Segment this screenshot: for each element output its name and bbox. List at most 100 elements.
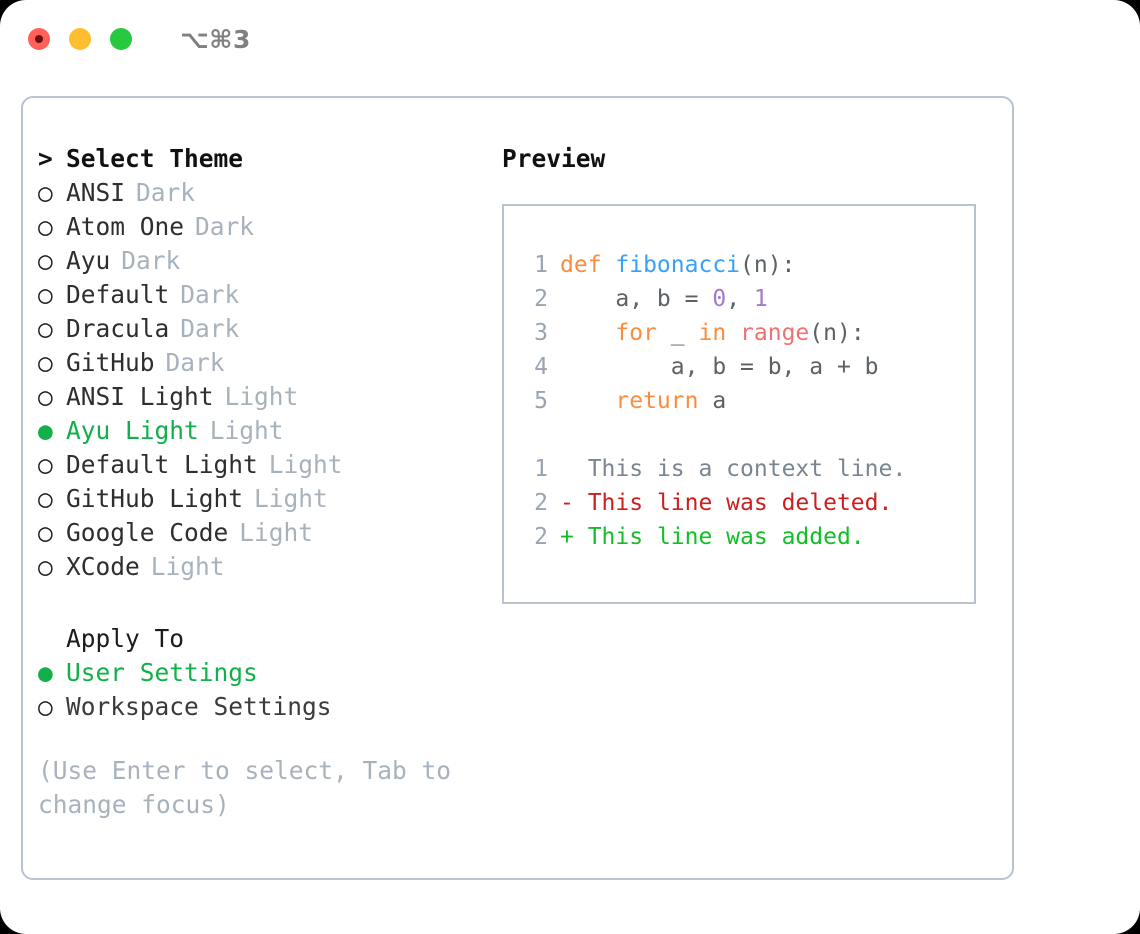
theme-name: Default — [66, 280, 170, 309]
radio-unselected-icon: ○ — [38, 314, 53, 343]
window-title-shortcut: ⌥⌘3 — [180, 24, 251, 54]
theme-kind-badge: Dark — [180, 280, 240, 309]
diff-preview: 1 This is a context line.2- This line wa… — [518, 452, 974, 554]
theme-kind-badge: Light — [209, 416, 284, 445]
code-line: 1 def fibonacci(n): — [518, 248, 974, 282]
theme-name: ANSI Light — [66, 382, 214, 411]
cursor-caret-icon: > — [38, 144, 53, 173]
theme-kind-badge: Light — [254, 484, 328, 513]
theme-list-item[interactable]: ○ Ayu Dark — [38, 244, 498, 278]
theme-list-item[interactable]: ○ Atom One Dark — [38, 210, 498, 244]
code-text: for _ in range(n): — [560, 316, 864, 350]
token-plain — [726, 320, 740, 346]
radio-unselected-icon: ○ — [38, 382, 53, 411]
theme-list-item[interactable]: ○ GitHub Light Light — [38, 482, 498, 516]
theme-kind-badge: Light — [268, 450, 343, 479]
theme-kind-badge: Light — [150, 552, 225, 581]
diff-text: This line was deleted. — [573, 490, 893, 516]
theme-name: GitHub — [66, 348, 155, 377]
theme-name: Google Code — [66, 518, 229, 547]
minimize-button[interactable] — [69, 28, 91, 50]
preview-heading: Preview — [502, 144, 606, 173]
radio-unselected-icon: ○ — [38, 450, 53, 479]
line-number: 2 — [534, 524, 548, 550]
title-bar: ⌥⌘3 — [0, 0, 1140, 78]
theme-kind-badge: Light — [239, 518, 314, 547]
select-theme-heading: >Select Theme — [38, 142, 498, 176]
radio-unselected-icon: ○ — [38, 552, 53, 581]
diff-text: This line was added. — [573, 524, 865, 550]
maximize-button[interactable] — [110, 28, 132, 50]
line-number: 1 — [534, 252, 548, 278]
diff-line: 1 This is a context line. — [518, 452, 974, 486]
theme-name: Ayu — [66, 246, 111, 275]
line-number: 4 — [534, 354, 548, 380]
theme-kind-badge: Dark — [165, 348, 225, 377]
theme-kind-badge: Dark — [121, 246, 181, 275]
radio-unselected-icon: ○ — [38, 178, 53, 207]
radio-unselected-icon: ○ — [38, 212, 53, 241]
apply-to-list: ●User Settings○Workspace Settings — [38, 656, 498, 724]
code-line: 5 return a — [518, 384, 974, 418]
theme-list-item[interactable]: ○ XCode Light — [38, 550, 498, 584]
keyboard-hint: (Use Enter to select, Tab to change focu… — [38, 756, 452, 819]
close-button[interactable] — [28, 28, 50, 50]
code-text: a, b = b, a + b — [560, 350, 879, 384]
apply-to-option[interactable]: ○Workspace Settings — [38, 690, 498, 724]
theme-name: GitHub Light — [66, 484, 244, 513]
apply-to-option[interactable]: ●User Settings — [38, 656, 498, 690]
theme-list-item[interactable]: ○ ANSI Light Light — [38, 380, 498, 414]
diff-marker — [560, 452, 574, 486]
token-builtin: range — [740, 320, 810, 346]
diff-marker: - — [560, 490, 574, 516]
window-controls — [28, 28, 132, 50]
token-kw: in — [698, 320, 727, 346]
diff-text: This is a context line. — [573, 456, 907, 482]
section-spacer — [38, 584, 498, 622]
theme-name: ANSI — [66, 178, 126, 207]
token-punct: (n): — [740, 252, 796, 278]
preview-gap — [518, 418, 974, 452]
line-number: 5 — [534, 388, 548, 414]
line-number: 3 — [534, 320, 548, 346]
code-text: def fibonacci(n): — [560, 248, 795, 282]
theme-kind-badge: Light — [224, 382, 299, 411]
theme-name: XCode — [66, 552, 140, 581]
token-kw: def — [560, 252, 616, 278]
token-plain: a, b = — [560, 286, 713, 312]
theme-kind-badge: Dark — [180, 314, 240, 343]
radio-selected-icon: ● — [38, 416, 53, 445]
code-preview: 1 def fibonacci(n):2 a, b = 0, 1 3 for _ i… — [518, 248, 974, 418]
radio-unselected-icon: ○ — [38, 246, 53, 275]
apply-to-option-label: User Settings — [66, 658, 258, 687]
line-number: 2 — [534, 490, 548, 516]
theme-kind-badge: Dark — [195, 212, 255, 241]
apply-to-indent — [38, 622, 66, 656]
token-plain — [560, 388, 615, 414]
diff-line: 2- This line was deleted. — [518, 486, 974, 520]
code-line: 2 a, b = 0, 1 — [518, 282, 974, 316]
token-plain — [560, 320, 615, 346]
theme-list-item[interactable]: ○ Dracula Dark — [38, 312, 498, 346]
code-text: return a — [560, 384, 726, 418]
line-number: 1 — [534, 456, 548, 482]
token-kw: for — [615, 320, 657, 346]
radio-unselected-icon: ○ — [38, 484, 53, 513]
token-num: 0 — [712, 286, 727, 312]
theme-name: Atom One — [66, 212, 185, 241]
theme-name: Dracula — [66, 314, 170, 343]
token-plain: a — [698, 388, 727, 414]
token-plain: , — [726, 286, 754, 312]
apply-to-label: Apply To — [66, 624, 185, 653]
